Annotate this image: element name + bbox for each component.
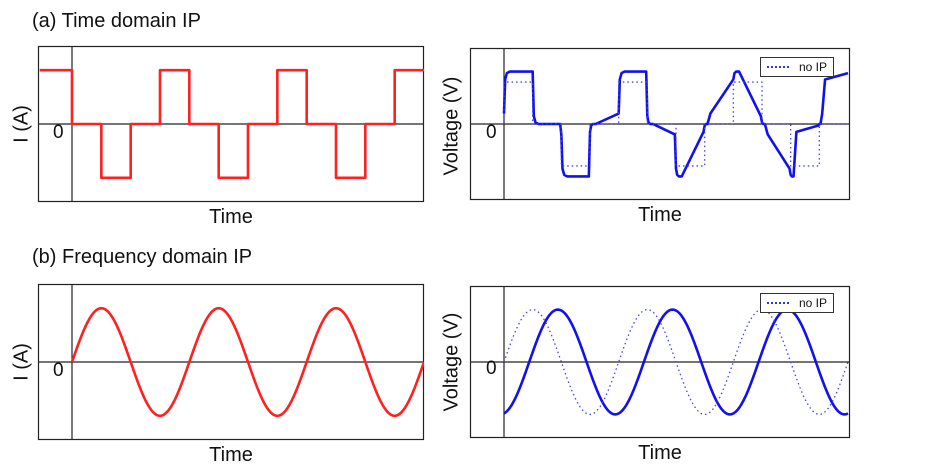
zero-label-b-current: 0 xyxy=(53,360,64,381)
chart-a-voltage xyxy=(469,47,851,201)
section-title-a: (a) Time domain IP xyxy=(32,10,201,32)
legend-label-no-ip-b: no IP xyxy=(799,296,828,310)
legend-b-voltage: no IP xyxy=(760,293,835,313)
series-line-b-voltage-no-ip xyxy=(503,308,849,416)
section-title-b: (b) Frequency domain IP xyxy=(32,246,253,268)
zero-label-a-current: 0 xyxy=(53,122,64,143)
chart-svg-a-current xyxy=(37,45,425,203)
y-axis-label-b-voltage: Voltage (V) xyxy=(440,312,463,412)
series-line-a-voltage-no-ip xyxy=(503,81,848,167)
zero-label-a-voltage: 0 xyxy=(486,122,497,143)
series-line-b-current-main xyxy=(70,306,424,418)
x-axis-label-b-current: Time xyxy=(209,444,253,466)
y-axis-label-b-current: I (A) xyxy=(10,343,33,381)
x-axis-label-a-current: Time xyxy=(209,206,253,228)
x-axis-label-a-voltage: Time xyxy=(638,204,682,226)
legend-a-voltage: no IP xyxy=(760,57,835,77)
legend-swatch-no-ip xyxy=(767,66,789,68)
chart-a-current xyxy=(37,45,425,203)
chart-svg-b-current xyxy=(37,283,425,441)
legend-label-no-ip: no IP xyxy=(799,60,828,74)
chart-b-current xyxy=(37,283,425,441)
series-line-a-current-main xyxy=(39,68,424,180)
x-axis-label-b-voltage: Time xyxy=(638,442,682,464)
y-axis-label-a-current: I (A) xyxy=(10,105,33,143)
y-axis-label-a-voltage: Voltage (V) xyxy=(440,76,463,176)
zero-label-b-voltage: 0 xyxy=(486,358,497,379)
legend-swatch-no-ip-b xyxy=(767,302,789,304)
chart-svg-a-voltage xyxy=(469,47,851,201)
